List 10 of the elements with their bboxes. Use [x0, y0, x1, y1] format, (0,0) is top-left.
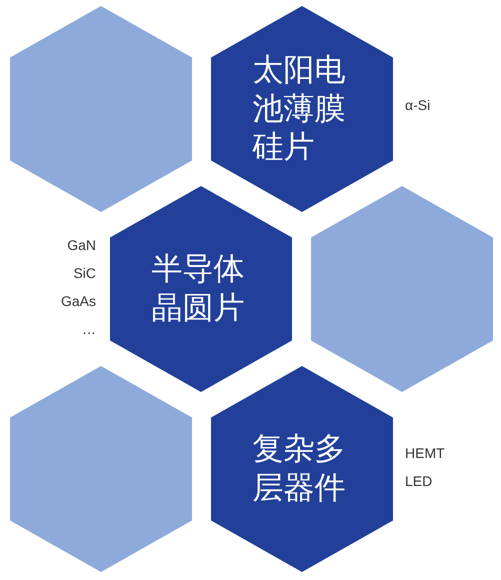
material-label: α-Si [405, 98, 430, 112]
hexagon-label: 太阳电池薄膜硅片 [252, 50, 346, 168]
hexagon-label: 复杂多层器件 [252, 430, 346, 508]
material-label: … [82, 322, 96, 336]
material-label: HEMT [405, 446, 445, 460]
material-label: GaN [67, 238, 96, 252]
material-label: LED [405, 474, 432, 488]
hexagon-label: 半导体晶圆片 [151, 250, 246, 328]
material-label: SiC [73, 266, 96, 280]
material-label: GaAs [60, 294, 96, 308]
